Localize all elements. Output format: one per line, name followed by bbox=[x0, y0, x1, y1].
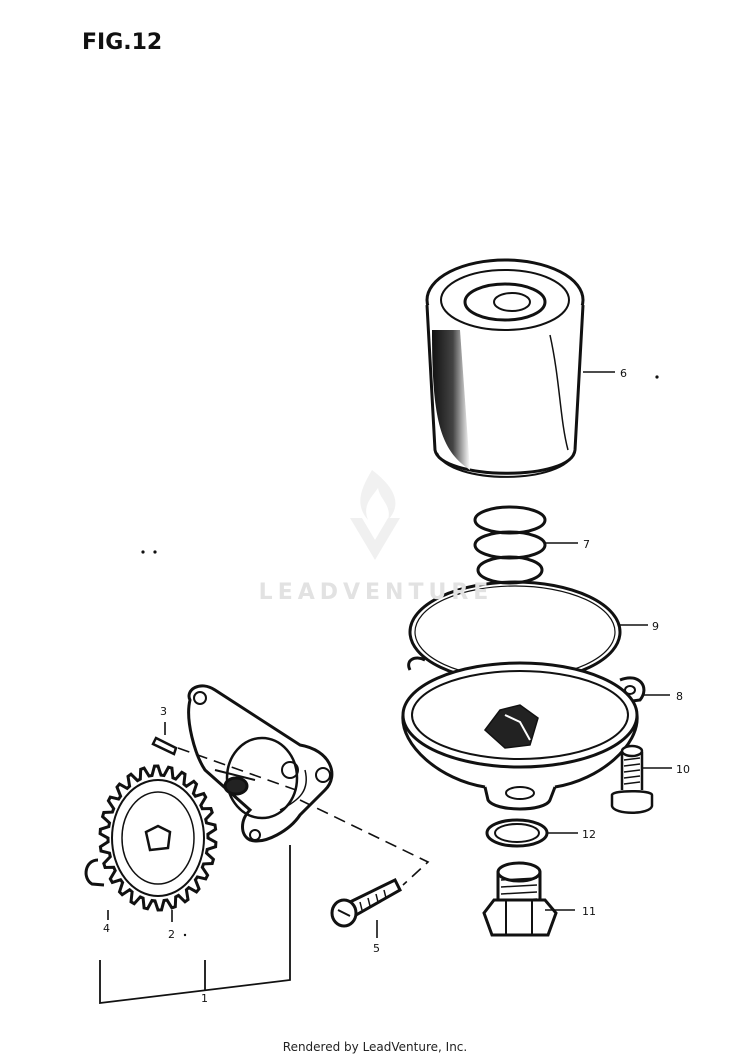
figure-title: FIG.12 bbox=[82, 30, 163, 55]
circlip bbox=[84, 858, 105, 887]
callout-10: 10 bbox=[676, 763, 690, 776]
callout-1: 1 bbox=[201, 992, 208, 1005]
callout-8: 8 bbox=[676, 690, 683, 703]
callout-labels: 6 7 9 8 10 12 11 3 2 4 5 1 bbox=[103, 367, 690, 1005]
pump-gear bbox=[98, 764, 218, 912]
callout-4: 4 bbox=[103, 922, 110, 935]
footer-credit: Rendered by LeadVenture, Inc. bbox=[282, 1040, 468, 1054]
leader-lines bbox=[107, 371, 672, 938]
callout-12: 12 bbox=[582, 828, 596, 841]
callout-7: 7 bbox=[583, 538, 590, 551]
cap-bolt bbox=[610, 744, 654, 814]
drain-plug bbox=[482, 861, 558, 937]
assembly-guide-lines bbox=[177, 747, 430, 886]
watermark-logo bbox=[350, 470, 400, 560]
callout-2: 2 bbox=[168, 928, 175, 941]
pump-pin bbox=[151, 736, 178, 756]
oil-pump-body bbox=[187, 684, 334, 843]
assembly-bracket bbox=[99, 845, 291, 1005]
callout-3: 3 bbox=[160, 705, 167, 718]
watermark-text: LEADVENTURE bbox=[258, 580, 494, 605]
callout-9: 9 bbox=[652, 620, 659, 633]
pump-screw bbox=[330, 877, 402, 928]
filter-cap bbox=[401, 656, 646, 811]
callout-11: 11 bbox=[582, 905, 596, 918]
oil-filter-element bbox=[425, 258, 585, 478]
spring bbox=[473, 505, 547, 585]
stray-marks bbox=[141, 375, 659, 937]
drain-washer bbox=[485, 818, 549, 848]
callout-6: 6 bbox=[620, 367, 627, 380]
callout-5: 5 bbox=[373, 942, 380, 955]
